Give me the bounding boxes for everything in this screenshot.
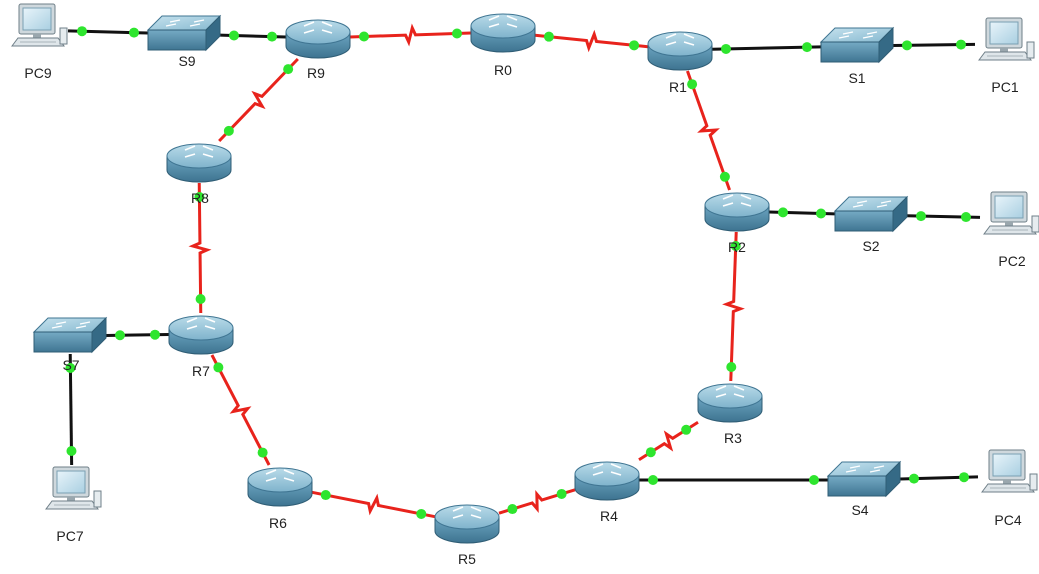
link-status-dot [223, 125, 234, 136]
link-status-dot [320, 490, 331, 501]
device-label-pc2: PC2 [998, 253, 1025, 269]
router-r3-icon[interactable] [697, 383, 763, 423]
pc-pc1-icon[interactable] [978, 17, 1035, 61]
link-status-dot [959, 472, 970, 483]
device-label-s1: S1 [848, 70, 865, 86]
link-status-dot [65, 362, 76, 373]
link-status-dot [809, 475, 819, 485]
device-label-r8: R8 [191, 190, 209, 206]
link-status-dot [730, 240, 741, 251]
link-r7-r6[interactable] [210, 354, 271, 466]
link-r8-r7[interactable] [188, 182, 212, 314]
links-layer [67, 23, 981, 519]
device-label-s7: S7 [62, 357, 79, 373]
link-status-dot [358, 31, 369, 42]
link-r2-r1[interactable] [686, 70, 731, 191]
device-label-r0: R0 [494, 62, 512, 78]
switch-s2-icon[interactable] [833, 195, 909, 233]
device-label-r9: R9 [307, 65, 325, 81]
router-r4-icon[interactable] [574, 461, 640, 501]
link-status-dot [956, 39, 967, 50]
link-status-dot [629, 40, 640, 51]
link-status-dot [66, 446, 77, 457]
switch-s7-icon[interactable] [32, 316, 108, 354]
router-r0-icon[interactable] [470, 13, 536, 53]
link-status-dot [681, 424, 692, 435]
link-status-dot [283, 64, 294, 75]
device-label-s2: S2 [862, 238, 879, 254]
link-status-dot [719, 171, 730, 182]
link-status-dot [687, 79, 698, 90]
pc-pc9-icon[interactable] [11, 3, 68, 47]
link-status-dot [76, 26, 87, 37]
link-status-dot [648, 475, 658, 485]
device-label-s4: S4 [851, 502, 868, 518]
link-status-dot [507, 504, 518, 515]
device-label-pc7: PC7 [56, 528, 83, 544]
link-status-dot [726, 362, 737, 373]
device-label-r6: R6 [269, 515, 287, 531]
link-status-dot [228, 30, 239, 41]
link-status-dot [816, 208, 827, 219]
pc-pc2-icon[interactable] [983, 191, 1039, 235]
device-label-pc9: PC9 [24, 65, 51, 81]
link-r4-r3[interactable] [638, 421, 699, 461]
device-label-s9: S9 [178, 53, 195, 69]
device-label-r5: R5 [458, 551, 476, 567]
link-status-dot [543, 31, 554, 42]
link-status-dot [257, 447, 268, 458]
link-status-dot [777, 207, 788, 218]
link-status-dot [416, 508, 427, 519]
link-status-dot [961, 212, 972, 223]
link-status-dot [720, 43, 731, 54]
link-status-dot [901, 40, 912, 51]
device-label-r2: R2 [728, 239, 746, 255]
device-label-r3: R3 [724, 430, 742, 446]
link-r3-r2[interactable] [722, 231, 745, 382]
pc-pc4-icon[interactable] [981, 449, 1038, 493]
link-r5-r4[interactable] [498, 488, 576, 515]
link-r9-r0[interactable] [349, 23, 472, 47]
device-label-r4: R4 [600, 508, 618, 524]
device-label-r1: R1 [669, 79, 687, 95]
switch-s4-icon[interactable] [826, 460, 902, 498]
link-status-dot [195, 294, 206, 305]
devices-layer [11, 3, 1039, 544]
link-status-dot [150, 329, 161, 340]
link-status-dot [129, 27, 140, 38]
link-status-dot [645, 447, 656, 458]
link-r9-r8[interactable] [218, 57, 299, 143]
link-status-dot [194, 191, 205, 202]
link-r0-r1[interactable] [534, 29, 649, 53]
router-r8-icon[interactable] [166, 143, 232, 183]
router-r1-icon[interactable] [647, 31, 713, 71]
router-r2-icon[interactable] [704, 192, 770, 232]
link-status-dot [556, 488, 567, 499]
switch-s1-icon[interactable] [819, 26, 895, 64]
router-r5-icon[interactable] [434, 504, 500, 544]
link-status-dot [114, 330, 125, 341]
link-status-dot [908, 473, 919, 484]
link-status-layer [65, 26, 972, 519]
link-r6-r5[interactable] [311, 490, 436, 519]
link-status-dot [915, 211, 926, 222]
device-label-r7: R7 [192, 363, 210, 379]
pc-pc7-icon[interactable] [45, 466, 102, 510]
switch-s9-icon[interactable] [146, 14, 222, 52]
link-status-dot [802, 42, 813, 53]
router-r7-icon[interactable] [168, 315, 234, 355]
link-status-dot [267, 31, 278, 42]
link-status-dot [213, 362, 224, 373]
router-r9-icon[interactable] [285, 19, 351, 59]
device-label-pc4: PC4 [994, 512, 1021, 528]
link-status-dot [452, 28, 463, 39]
device-label-pc1: PC1 [991, 79, 1018, 95]
router-r6-icon[interactable] [247, 467, 313, 507]
